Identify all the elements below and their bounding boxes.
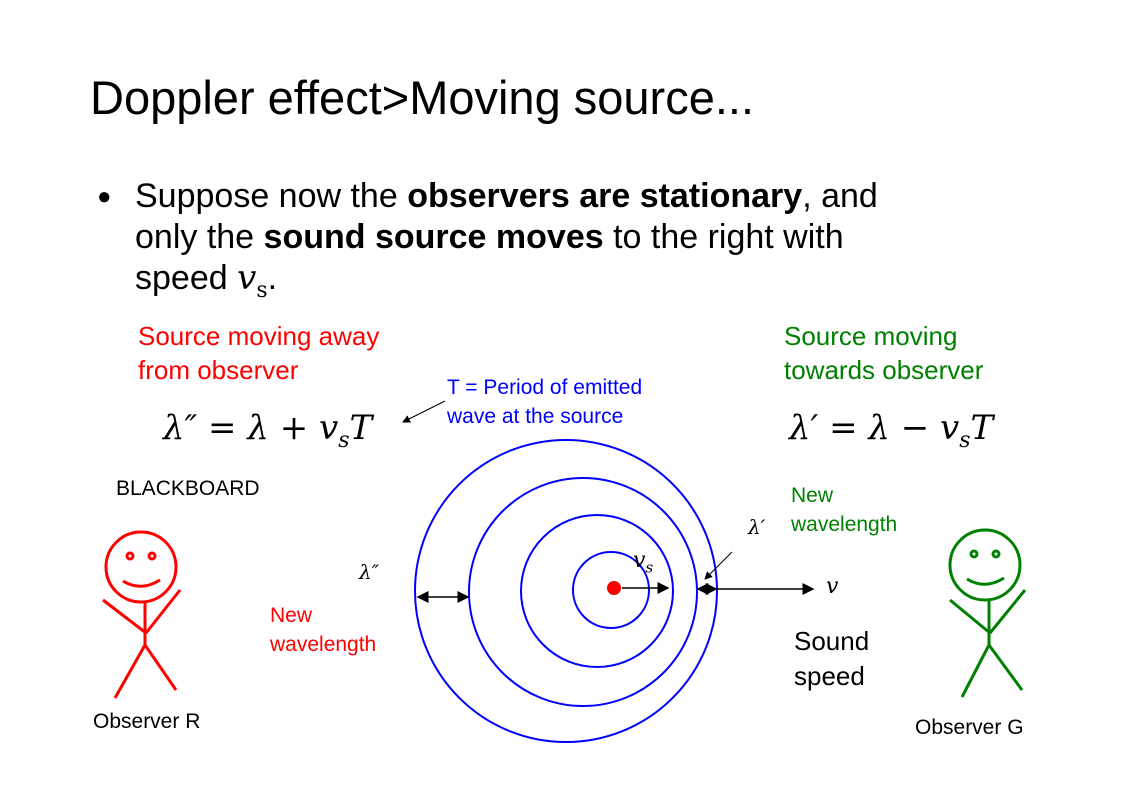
bold-text: sound source moves (263, 218, 604, 256)
vs-label: vs (633, 548, 654, 577)
wavefront-1 (414, 439, 718, 743)
observer-g-figure (948, 528, 1027, 698)
bold-text: observers are stationary (407, 177, 803, 215)
wavefront-4 (572, 551, 650, 629)
wavefronts (414, 439, 718, 743)
period-pointer (402, 400, 446, 423)
sound-speed-symbol: v (826, 574, 839, 599)
text: speed (135, 259, 238, 297)
vs-symbol: v (237, 258, 257, 298)
wavefront-2 (468, 477, 698, 707)
observer-g-label: Observer G (915, 716, 1024, 739)
text: to the right with (603, 218, 844, 256)
slide-title: Doppler effect>Moving source... (90, 71, 755, 124)
lambda-prime-pointer (704, 551, 733, 580)
sound-source (607, 581, 621, 595)
text: . (267, 259, 278, 297)
right-formula: λ′ = λ − vsT (789, 408, 994, 453)
bullet-dot: ● (97, 183, 112, 210)
observer-r-figure (102, 530, 182, 699)
text: Suppose now the (135, 177, 408, 215)
blackboard-label: BLACKBOARD (116, 477, 260, 500)
lambda-prime-label: λ′ (748, 515, 766, 539)
lambda-double-prime-label: λ″ (359, 560, 380, 584)
text: only the (135, 218, 264, 256)
text: , and (802, 177, 878, 215)
observer-r-label: Observer R (93, 710, 201, 733)
wavefront-3 (520, 514, 674, 668)
vs-subscript: s (256, 277, 268, 303)
left-formula: λ″ = λ + vsT (163, 408, 373, 453)
